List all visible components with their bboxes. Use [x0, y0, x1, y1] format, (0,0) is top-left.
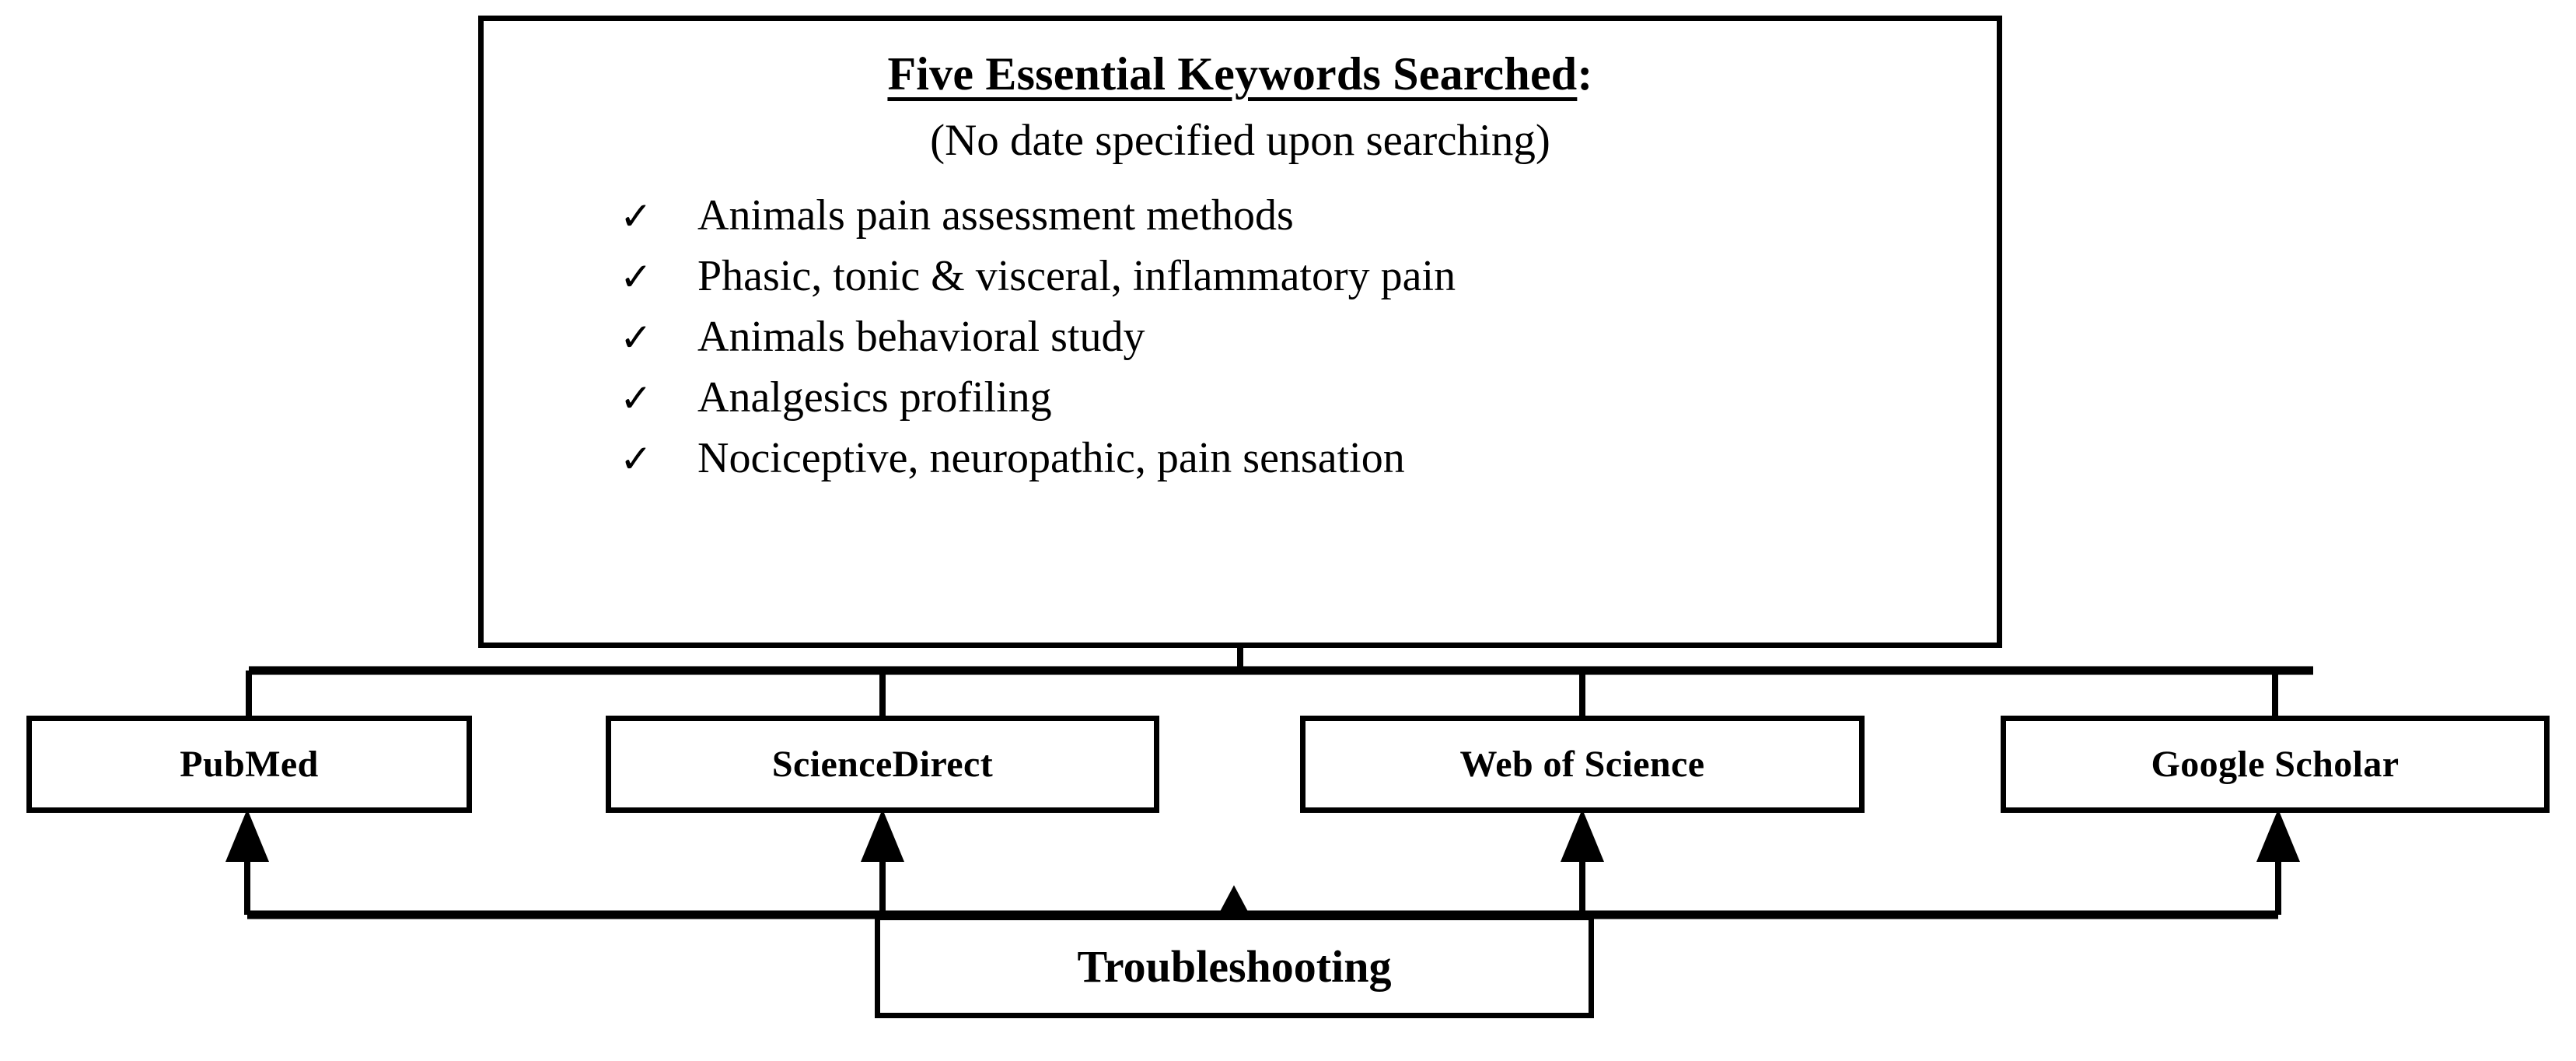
database-label: Google Scholar	[2151, 744, 2399, 785]
list-item-label: Nociceptive, neuropathic, pain sensation	[697, 434, 1405, 483]
keywords-panel-title-colon: :	[1577, 48, 1593, 100]
database-label: PubMed	[180, 744, 319, 785]
list-item: ✓ Phasic, tonic & visceral, inflammatory…	[484, 246, 1997, 306]
troubleshooting-box: Troubleshooting	[875, 915, 1594, 1018]
arrowhead-webofscience	[1561, 809, 1604, 862]
keywords-list: ✓ Animals pain assessment methods ✓ Phas…	[484, 185, 1997, 488]
check-icon: ✓	[620, 194, 652, 240]
list-item-label: Phasic, tonic & visceral, inflammatory p…	[697, 252, 1456, 301]
database-box-webofscience: Web of Science	[1300, 716, 1865, 813]
list-item: ✓ Analgesics profiling	[484, 367, 1997, 428]
list-item: ✓ Animals behavioral study	[484, 306, 1997, 367]
list-item-label: Analgesics profiling	[697, 373, 1052, 422]
keywords-panel-title-text: Five Essential Keywords Searched	[887, 48, 1578, 100]
troubleshooting-label: Troubleshooting	[1077, 941, 1392, 992]
list-item-label: Animals pain assessment methods	[697, 191, 1294, 240]
check-icon: ✓	[620, 254, 652, 300]
database-box-googlescholar: Google Scholar	[2001, 716, 2550, 813]
keywords-panel: Five Essential Keywords Searched: (No da…	[478, 16, 2002, 648]
arrowhead-pubmed	[225, 809, 269, 862]
check-icon: ✓	[620, 376, 652, 422]
database-box-sciencedirect: ScienceDirect	[606, 716, 1159, 813]
database-label: ScienceDirect	[771, 744, 994, 785]
keywords-panel-title: Five Essential Keywords Searched:	[484, 49, 1997, 100]
list-item: ✓ Nociceptive, neuropathic, pain sensati…	[484, 428, 1997, 488]
list-item-label: Animals behavioral study	[697, 313, 1145, 362]
list-item: ✓ Animals pain assessment methods	[484, 185, 1997, 246]
arrowhead-googlescholar	[2256, 809, 2300, 862]
database-box-pubmed: PubMed	[26, 716, 472, 813]
check-icon: ✓	[620, 436, 652, 482]
check-icon: ✓	[620, 315, 652, 361]
database-label: Web of Science	[1459, 744, 1705, 785]
keywords-panel-subtitle: (No date specified upon searching)	[930, 115, 1550, 165]
arrowhead-sciencedirect	[861, 809, 904, 862]
